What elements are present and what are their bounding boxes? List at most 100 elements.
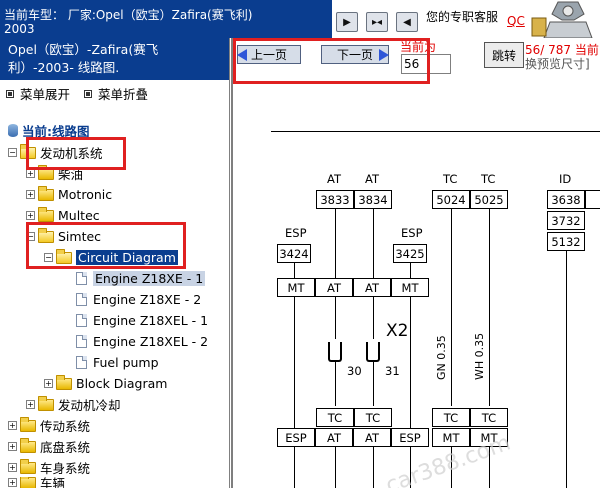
folder-icon	[20, 416, 36, 432]
tree-item-label: Engine Z18XE - 2	[93, 292, 202, 307]
collapse-toggle-icon[interactable]: −	[8, 148, 17, 157]
tree-doc-engine-z18xel-1[interactable]: Engine Z18XEL - 1	[76, 311, 208, 330]
arrow-left-icon	[237, 49, 247, 61]
tree-item-label: Multec	[58, 208, 100, 223]
tree-item-label: Engine Z18XEL - 1	[93, 313, 209, 328]
pin-box: MT	[470, 428, 508, 447]
document-icon	[76, 314, 87, 327]
pin-number: 31	[385, 364, 400, 378]
document-icon	[76, 335, 87, 348]
diagram-label: TC	[443, 172, 458, 186]
tree-root[interactable]: 当前:线路图	[8, 121, 90, 140]
view-nav-buttons: ▶ ▸◂ ◀	[336, 12, 418, 32]
tree-item-label: Engine Z18XE - 1	[93, 271, 206, 286]
folder-icon	[20, 437, 36, 453]
wiring-diagram: AT AT TC TC ID 3833 3834 5024 5025 3638 …	[233, 80, 600, 488]
split-arrows-icon[interactable]: ▸◂	[366, 12, 388, 32]
model-title: Opel（欧宝）-Zafira(赛飞 利）-2003- 线路图.	[0, 38, 229, 80]
expand-toggle-icon[interactable]: +	[26, 211, 35, 220]
folder-icon	[38, 206, 54, 222]
expand-toggle-icon[interactable]: +	[26, 169, 35, 178]
connector-label: X2	[386, 321, 409, 341]
tree-item-engine-cooling[interactable]: + 发动机冷却	[26, 395, 121, 414]
pager-bar: 上一页 下一页 当前为 跳转 56/ 787 当前 换预览尺寸]	[233, 38, 600, 80]
expand-toggle-icon[interactable]: +	[8, 478, 17, 487]
pin-box: AT	[353, 428, 391, 447]
pin-box: AT	[315, 428, 353, 447]
car-title-line2: 2003	[4, 22, 35, 36]
document-icon	[76, 272, 87, 285]
tree-root-label: 当前:线路图	[22, 124, 90, 139]
jump-button[interactable]: 跳转	[484, 42, 524, 68]
expand-toggle-icon[interactable]: +	[44, 379, 53, 388]
page-number-input[interactable]	[401, 54, 451, 74]
diagram-label: AT	[365, 172, 379, 186]
prev-page-button[interactable]: 上一页	[237, 45, 301, 64]
database-icon	[8, 124, 18, 137]
annotation-box	[26, 137, 126, 170]
pin-box: TC	[316, 408, 354, 427]
right-panel	[231, 38, 600, 488]
wire-color-label: GN 0.35	[435, 335, 448, 380]
tree-item-label: Motronic	[58, 187, 113, 202]
arrow-left-icon[interactable]: ◀	[396, 12, 418, 32]
expand-toggle-icon[interactable]: +	[26, 190, 35, 199]
expand-toggle-icon[interactable]: +	[26, 400, 35, 409]
tree-item-label: 发动机系统	[40, 146, 103, 161]
collapse-toggle-icon[interactable]: −	[44, 253, 53, 262]
tree-doc-engine-z18xel-2[interactable]: Engine Z18XEL - 2	[76, 332, 208, 351]
menu-bullet-icon	[84, 89, 93, 98]
code-box: 3732	[547, 211, 585, 230]
expand-toggle-icon[interactable]: +	[8, 463, 17, 472]
tree-item-multec[interactable]: + Multec	[26, 206, 100, 225]
code-box: 3424	[277, 244, 311, 263]
pin-number: 30	[347, 364, 362, 378]
expand-toggle-icon[interactable]: +	[8, 442, 17, 451]
tree-item-label: 车身系统	[40, 461, 91, 476]
diagram-label: ESP	[285, 226, 307, 240]
pin-box: MT	[391, 278, 429, 297]
folder-open-icon	[38, 227, 54, 243]
tree-item-label: Block Diagram	[76, 376, 168, 391]
code-box: 3833	[316, 190, 354, 209]
tree-item-motronic[interactable]: + Motronic	[26, 185, 112, 204]
tree-doc-fuel-pump[interactable]: Fuel pump	[76, 353, 159, 372]
tree-item-chassis[interactable]: + 底盘系统	[8, 437, 90, 456]
page-count: 56/ 787 当前	[525, 43, 599, 57]
mascot-icon	[528, 0, 600, 38]
code-box-partial	[585, 190, 600, 209]
pin-box: ESP	[277, 428, 315, 447]
tree-item-engine-system[interactable]: − 发动机系统	[8, 143, 103, 162]
qc-link[interactable]: QC	[507, 14, 525, 28]
model-title-line2: 利）-2003- 线路图.	[8, 60, 120, 75]
wire-color-label: WH 0.35	[473, 332, 486, 380]
expand-toggle-icon[interactable]: +	[8, 421, 17, 430]
diagram-label: AT	[327, 172, 341, 186]
pin-box: ESP	[391, 428, 429, 447]
tree-item-body[interactable]: + 车身系统	[8, 458, 90, 477]
document-icon	[76, 293, 87, 306]
tree-item-transmission[interactable]: + 传动系统	[8, 416, 90, 435]
annotation-box	[26, 222, 186, 269]
tree-item-simtec[interactable]: − Simtec	[26, 227, 101, 246]
menu-expand-link[interactable]: 菜单展开	[20, 87, 71, 102]
code-box: 3834	[354, 190, 392, 209]
tree-item-block-diagram[interactable]: + Block Diagram	[44, 374, 167, 393]
car-title: 当前车型： 厂家:Opel（欧宝）Zafira(赛飞利) 2003	[0, 0, 332, 38]
diagram-label: TC	[481, 172, 496, 186]
folder-icon	[38, 395, 54, 411]
pin-box: AT	[353, 278, 391, 297]
diagram-label: ESP	[401, 226, 423, 240]
arrow-right-icon[interactable]: ▶	[336, 12, 358, 32]
next-page-button[interactable]: 下一页	[321, 45, 389, 64]
folder-icon	[56, 374, 72, 390]
pin-box: TC	[354, 408, 392, 427]
menu-collapse-link[interactable]: 菜单折叠	[98, 87, 149, 102]
tree-item-circuit-diagram[interactable]: − Circuit Diagram	[44, 248, 178, 267]
car-title-line1: 当前车型： 厂家:Opel（欧宝）Zafira(赛飞利)	[4, 8, 253, 22]
pin-box: MT	[432, 428, 470, 447]
tree-doc-engine-z18xe-1[interactable]: Engine Z18XE - 1	[76, 269, 206, 288]
tree-item-partial[interactable]: + 车辆	[8, 477, 65, 488]
tree-doc-engine-z18xe-2[interactable]: Engine Z18XE - 2	[76, 290, 201, 309]
tree-item-label: 发动机冷却	[58, 398, 121, 413]
